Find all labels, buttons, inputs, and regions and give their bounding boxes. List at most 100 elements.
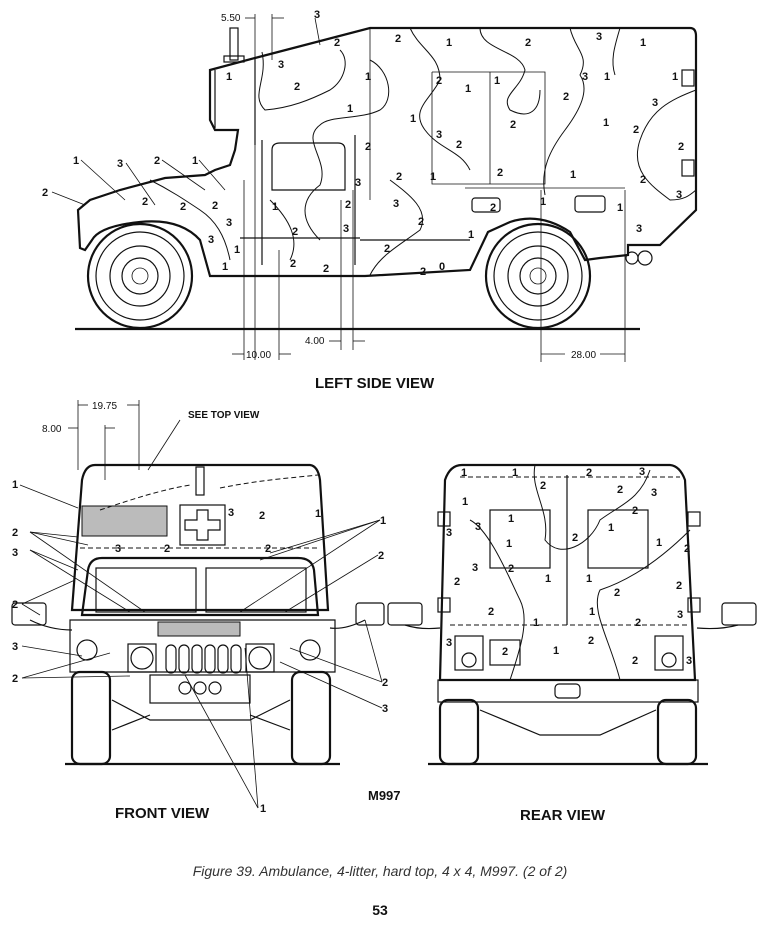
svg-text:3: 3 <box>355 177 361 189</box>
front-tire-right <box>290 670 332 766</box>
svg-text:3: 3 <box>436 129 442 141</box>
svg-text:2: 2 <box>497 167 503 179</box>
marker-light-left <box>76 639 98 661</box>
svg-text:1: 1 <box>430 171 436 183</box>
svg-text:1: 1 <box>672 71 678 83</box>
side-window-panels <box>431 71 546 185</box>
front-antenna <box>195 466 205 496</box>
front-view-title: FRONT VIEW <box>115 805 210 822</box>
svg-text:2: 2 <box>510 119 516 131</box>
svg-text:1: 1 <box>608 522 614 534</box>
windshield-right <box>205 567 307 613</box>
svg-text:1: 1 <box>508 513 514 525</box>
tail-light-left <box>454 635 484 671</box>
marker-light-right <box>299 639 321 661</box>
front-callout-r2: 2 <box>378 550 384 562</box>
front-tire-left <box>70 670 112 766</box>
svg-text:2: 2 <box>684 543 690 555</box>
antenna-icon <box>229 27 239 61</box>
svg-text:1: 1 <box>586 573 592 585</box>
svg-text:2: 2 <box>502 646 508 658</box>
rear-wheel <box>484 222 592 330</box>
front-callout-r3: 3 <box>382 703 388 715</box>
tail-light-right <box>654 635 684 671</box>
windshield-frame <box>80 556 320 617</box>
svg-text:2: 2 <box>365 141 371 153</box>
svg-text:3: 3 <box>676 189 682 201</box>
front-vent-grille <box>81 505 168 537</box>
callout-3: 3 <box>117 158 123 170</box>
svg-text:3: 3 <box>343 223 349 235</box>
svg-text:1: 1 <box>222 261 228 273</box>
svg-text:3: 3 <box>652 97 658 109</box>
svg-text:3: 3 <box>686 655 692 667</box>
svg-text:2: 2 <box>396 171 402 183</box>
svg-text:2: 2 <box>633 124 639 136</box>
rear-hinge-bl <box>437 597 451 613</box>
svg-text:2: 2 <box>420 266 426 278</box>
svg-text:3: 3 <box>446 527 452 539</box>
rear-body-outline <box>438 463 697 682</box>
windshield-left <box>95 567 197 613</box>
dim-8-00: 8.00 <box>42 424 62 435</box>
dim-19-75: 19.75 <box>92 401 117 412</box>
svg-text:1: 1 <box>410 113 416 125</box>
rear-tire-right <box>656 698 698 766</box>
svg-text:2: 2 <box>292 226 298 238</box>
rear-hinge-upper <box>681 69 695 87</box>
svg-text:3: 3 <box>228 507 234 519</box>
svg-text:2: 2 <box>540 480 546 492</box>
svg-text:2: 2 <box>345 199 351 211</box>
front-callout-r2b: 2 <box>382 677 388 689</box>
svg-text:1: 1 <box>512 467 518 479</box>
svg-text:1: 1 <box>315 508 321 520</box>
svg-text:2: 2 <box>617 484 623 496</box>
svg-text:1: 1 <box>540 196 546 208</box>
svg-text:2: 2 <box>572 532 578 544</box>
side-body-outline <box>76 26 698 278</box>
svg-text:2: 2 <box>164 543 170 555</box>
svg-text:1: 1 <box>226 71 232 83</box>
svg-text:2: 2 <box>334 37 340 49</box>
svg-text:1: 1 <box>656 537 662 549</box>
svg-text:2: 2 <box>265 543 271 555</box>
hood-front <box>69 619 336 673</box>
svg-text:3: 3 <box>677 609 683 621</box>
rear-window-right <box>587 509 649 569</box>
svg-text:2: 2 <box>142 196 148 208</box>
front-suspension <box>111 699 291 731</box>
svg-text:2: 2 <box>614 587 620 599</box>
rear-window-left <box>489 509 551 569</box>
see-top-view-note: SEE TOP VIEW <box>188 410 260 421</box>
front-callout-2b: 2 <box>12 599 18 611</box>
svg-text:2: 2 <box>588 635 594 647</box>
svg-text:1: 1 <box>272 201 278 213</box>
callout-1: 1 <box>73 155 79 167</box>
callout-3-top: 3 <box>314 9 320 21</box>
side-callouts <box>51 17 321 206</box>
door-window <box>271 142 346 191</box>
svg-text:2: 2 <box>678 141 684 153</box>
svg-text:3: 3 <box>651 487 657 499</box>
front-callout-3b: 3 <box>12 641 18 653</box>
svg-text:2: 2 <box>294 81 300 93</box>
svg-text:1: 1 <box>533 617 539 629</box>
svg-text:2: 2 <box>490 202 496 214</box>
rear-mirror-left <box>387 602 423 626</box>
front-wheel <box>86 222 194 330</box>
svg-text:0: 0 <box>439 261 445 273</box>
svg-text:1: 1 <box>234 244 240 256</box>
tow-shackle <box>625 251 639 265</box>
rear-bumper <box>437 679 699 703</box>
mirror-left <box>11 602 47 626</box>
svg-text:2: 2 <box>290 258 296 270</box>
rear-hinge-tr <box>687 511 701 527</box>
svg-text:2: 2 <box>323 263 329 275</box>
front-callout-2: 2 <box>12 527 18 539</box>
front-bumper <box>149 674 251 704</box>
model-label: M997 <box>368 788 401 803</box>
svg-text:2: 2 <box>640 174 646 186</box>
